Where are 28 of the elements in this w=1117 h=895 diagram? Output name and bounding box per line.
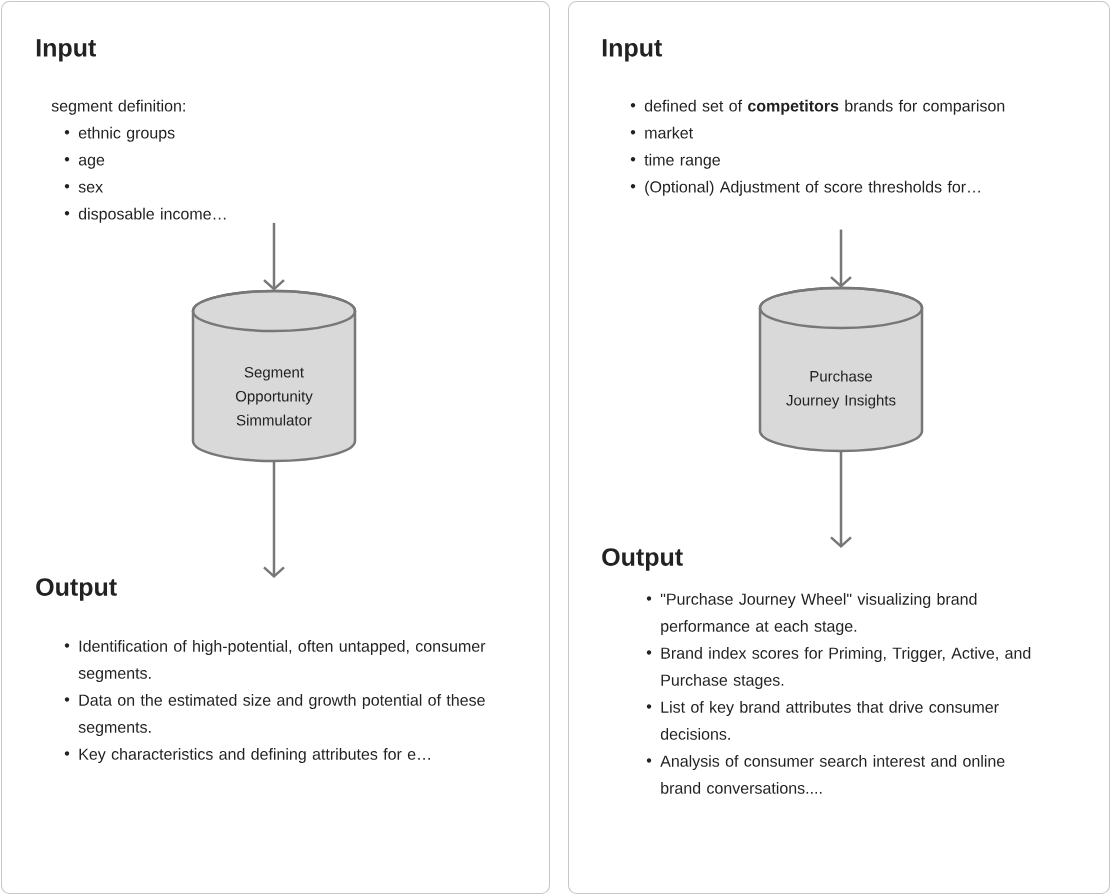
bullet-item: time range — [630, 153, 720, 169]
arrow — [830, 229, 852, 288]
arrow — [263, 222, 285, 291]
heading: Input — [36, 39, 96, 62]
bullet-item: Identification of high-potential, often untapped, consumer segments. — [64, 640, 486, 682]
heading: Output — [602, 548, 683, 571]
list-heading: segment definition: — [51, 99, 185, 115]
panel — [1, 1, 550, 894]
bullet-item: defined set of competitors brands for comparison — [630, 99, 1005, 115]
arrow — [263, 461, 285, 578]
bullet-item: (Optional) Adjustment of score thresholds for… — [630, 180, 980, 196]
heading: Output — [36, 578, 117, 601]
bullet-item: ethnic groups — [64, 126, 175, 142]
arrow — [830, 451, 852, 548]
bullet-item: age — [64, 156, 105, 169]
database-cylinder: Purchase Journey Insights — [758, 286, 924, 453]
bullet-item: "Purchase Journey Wheel" visualizing brand performance at each stage. — [646, 593, 977, 635]
heading: Input — [602, 39, 662, 62]
bullet-item: disposable income… — [64, 207, 226, 223]
bullet-item: List of key brand attributes that drive consumer decisions. — [646, 701, 999, 740]
database-cylinder: Segment Opportunity Simmulator — [191, 289, 357, 463]
bullet-item: market — [630, 126, 693, 139]
bullet-item: Key characteristics and defining attributes for e… — [64, 748, 430, 763]
bullet-item: Analysis of consumer search interest and online brand conversations.... — [646, 755, 1005, 794]
bullet-item: sex — [64, 183, 103, 193]
panel — [568, 1, 1110, 894]
bullet-item: Data on the estimated size and growth potential of these segments. — [64, 694, 485, 736]
bullet-item: Brand index scores for Priming, Trigger, Active, and Purchase stages. — [646, 647, 1031, 689]
